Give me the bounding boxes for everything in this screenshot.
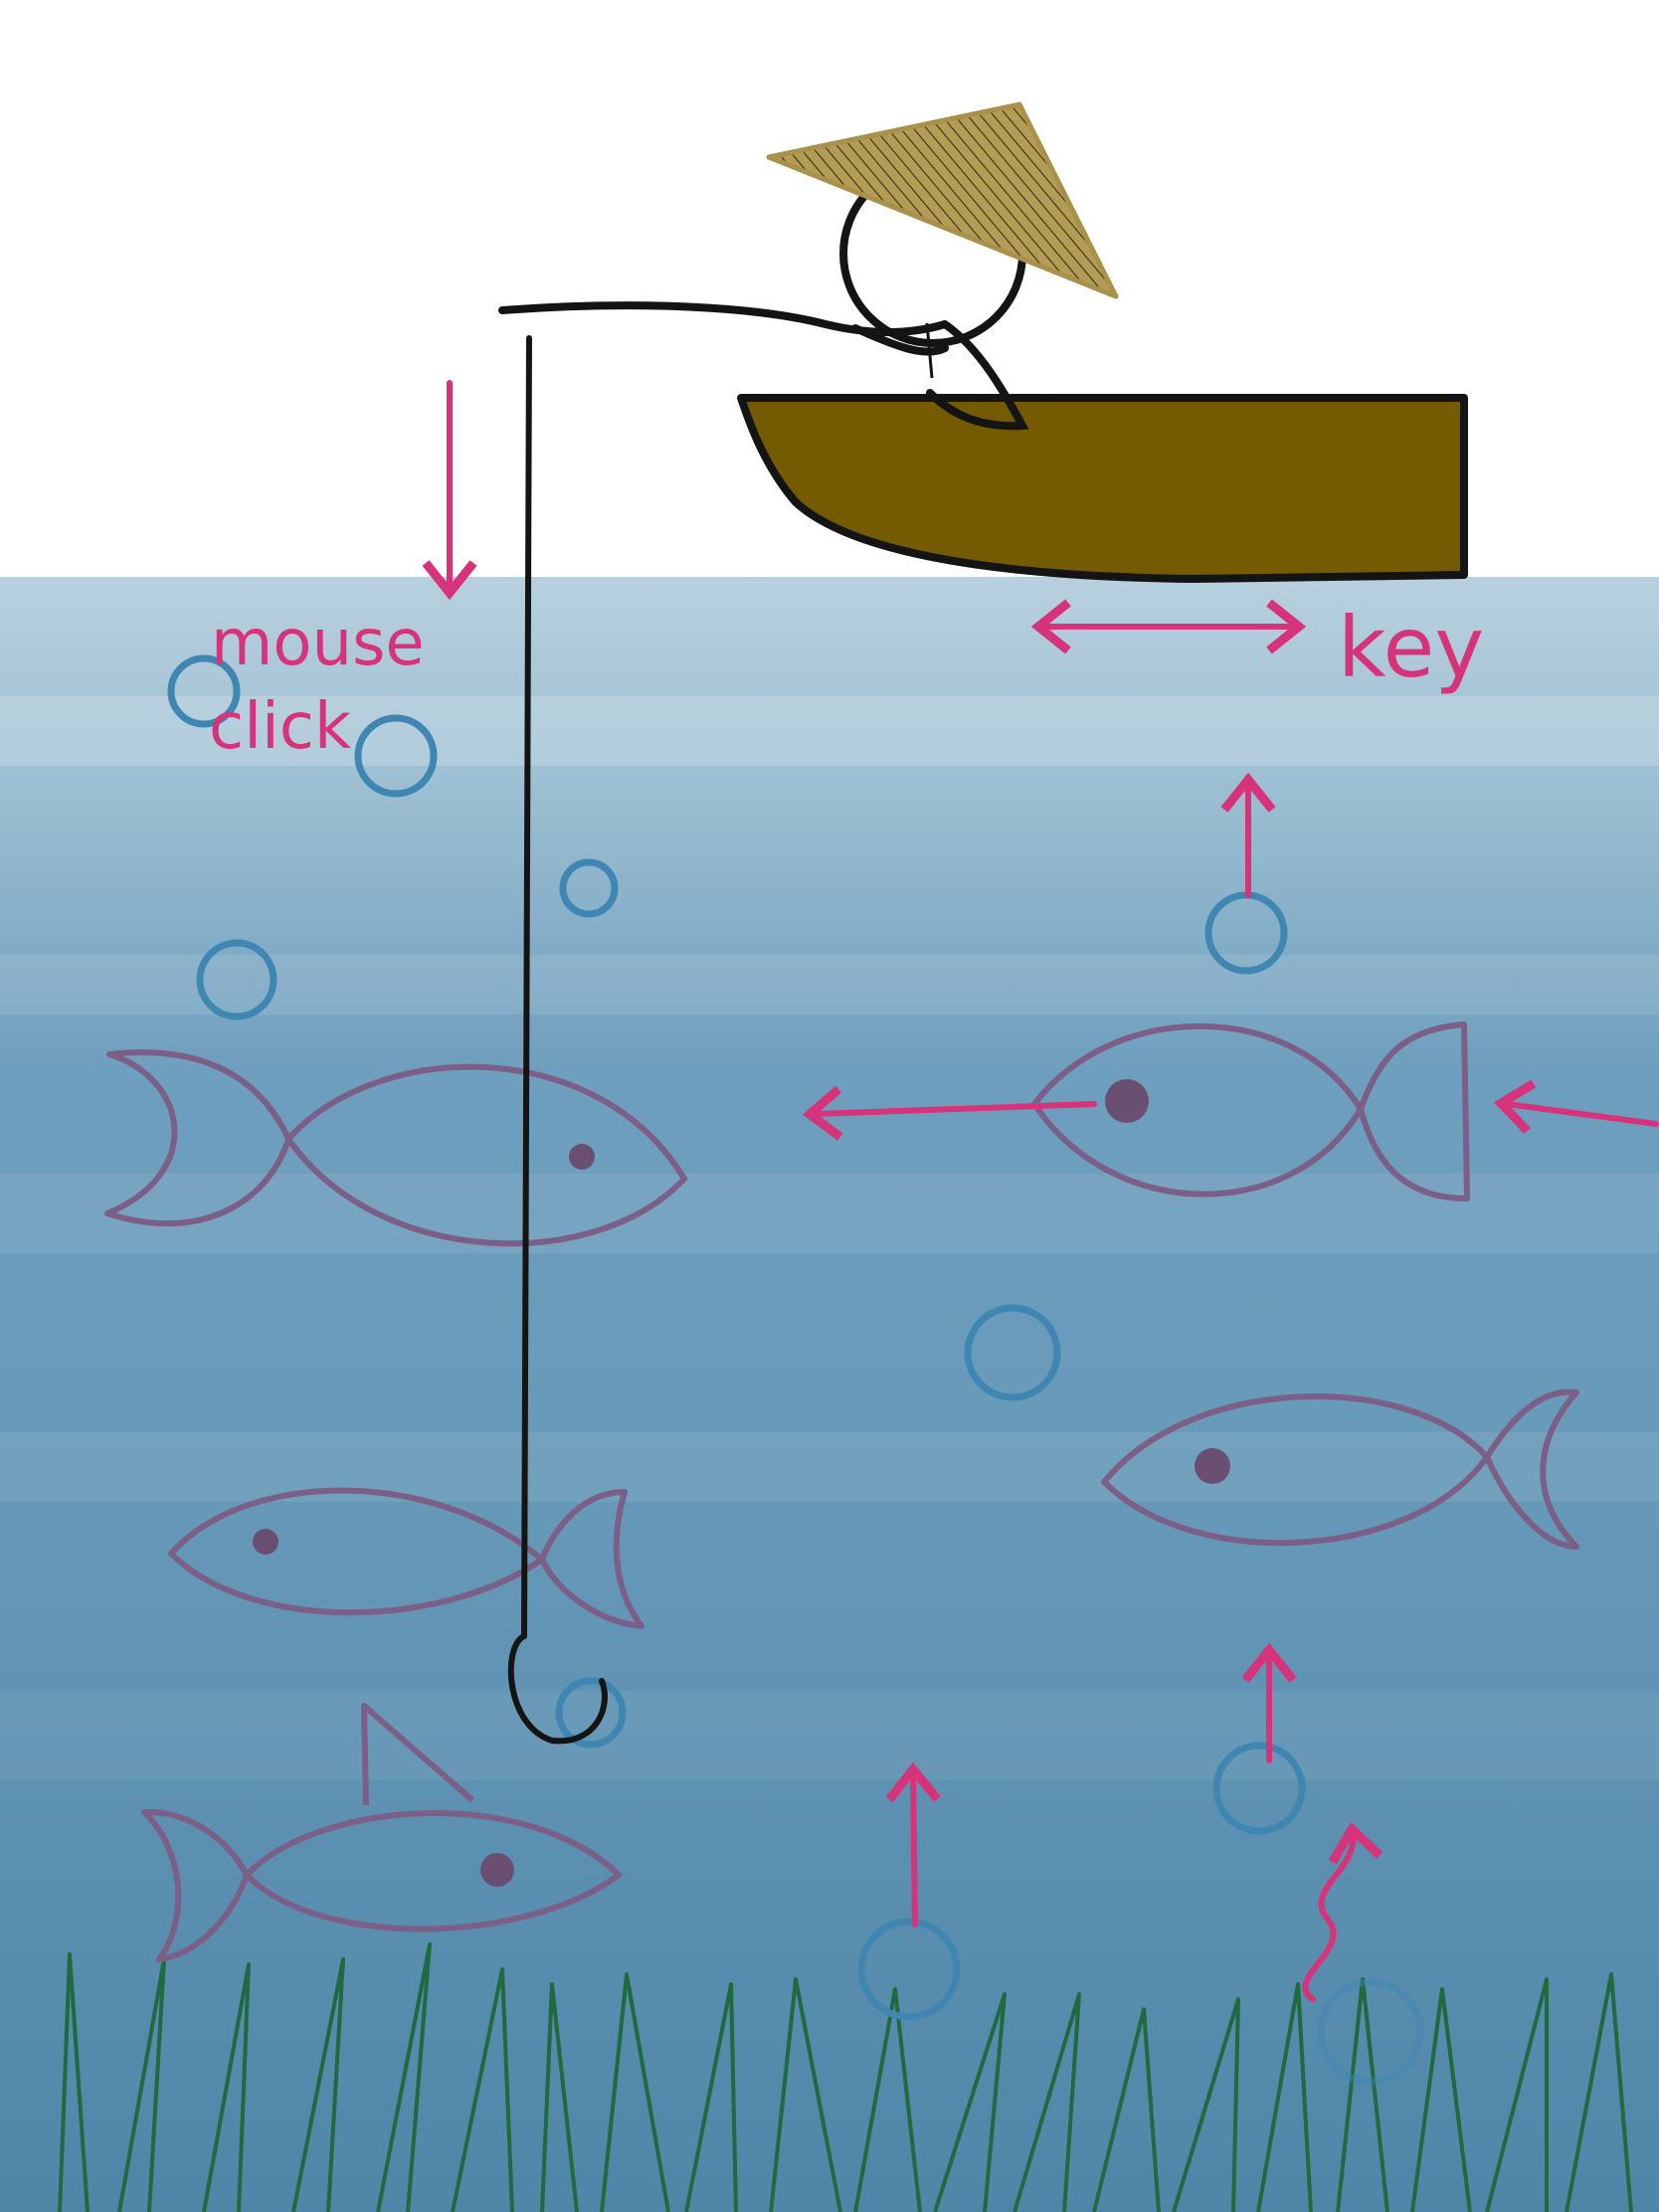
hat-icon xyxy=(766,101,1119,299)
fisherman-icon xyxy=(498,101,1119,431)
rise-arrows xyxy=(885,772,1383,2002)
fish-icon xyxy=(104,1049,687,1247)
bubble-icon xyxy=(964,1304,1061,1401)
mouse-label: mouse xyxy=(211,607,425,680)
fish-icon xyxy=(1031,1021,1470,1201)
bubble-icon xyxy=(167,654,241,728)
boat-icon xyxy=(737,394,1468,583)
arrow-icon xyxy=(802,1085,1097,1141)
fish-icon xyxy=(1101,1388,1579,1550)
arrow-icon xyxy=(1302,1821,1383,2002)
swim-arrows xyxy=(802,1079,1659,1141)
arrow-icon xyxy=(1493,1079,1659,1135)
water xyxy=(0,577,1659,2212)
mouse-click-annotation: mouse click xyxy=(209,380,477,764)
click-label: click xyxy=(209,690,351,764)
bubble-icon xyxy=(555,1677,627,1749)
key-label: key xyxy=(1338,599,1484,696)
fish-icon xyxy=(168,1487,645,1629)
arrow-icon xyxy=(885,1761,941,1928)
bubbles xyxy=(167,654,1424,2086)
bubble-icon xyxy=(857,1918,961,2021)
bubble-icon xyxy=(1317,1978,1424,2086)
bubble-icon xyxy=(1212,1742,1306,1835)
hook-icon xyxy=(507,335,608,1745)
seaweed xyxy=(58,1942,1633,2212)
bubble-icon xyxy=(559,858,619,918)
shark-icon xyxy=(141,1703,622,1962)
key-annotation: key xyxy=(1030,599,1484,696)
bubble-icon xyxy=(354,714,438,798)
fish-school xyxy=(104,1021,1579,1962)
bubble-icon xyxy=(196,939,277,1020)
